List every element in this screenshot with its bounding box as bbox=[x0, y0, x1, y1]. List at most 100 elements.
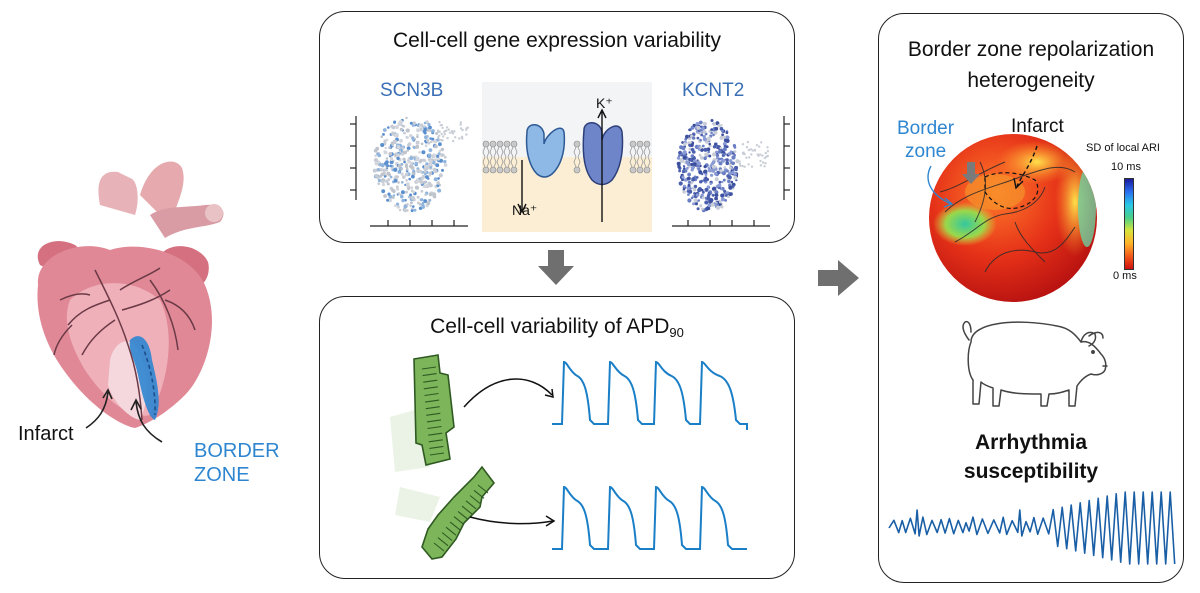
scatter-point bbox=[397, 163, 402, 168]
scatter-point bbox=[682, 155, 687, 160]
scatter-point bbox=[722, 147, 727, 152]
scatter-point bbox=[714, 177, 719, 182]
scatter-point bbox=[710, 173, 714, 177]
scatter-point bbox=[394, 125, 399, 130]
scatter-point bbox=[391, 188, 395, 192]
scatter-point bbox=[424, 144, 428, 148]
scatter-point bbox=[685, 134, 689, 139]
cell-striation bbox=[428, 439, 443, 443]
map-border-zone-line1: Border bbox=[897, 118, 955, 139]
scatter-point bbox=[709, 198, 714, 203]
scatter-point bbox=[403, 131, 406, 135]
scatter-point bbox=[383, 175, 387, 178]
scatter-point bbox=[420, 142, 424, 146]
scatter-point bbox=[720, 197, 725, 202]
scatter-point bbox=[681, 146, 686, 151]
scatter-point bbox=[440, 147, 444, 152]
scatter-point bbox=[396, 145, 401, 149]
lipid-tail bbox=[629, 146, 637, 158]
scatter-point bbox=[690, 143, 694, 147]
cell-striation bbox=[429, 452, 445, 456]
scatter-point bbox=[426, 201, 431, 206]
scatter-point bbox=[408, 177, 411, 181]
scatter-point bbox=[702, 190, 705, 194]
scatter-point bbox=[374, 154, 377, 158]
cell-striation bbox=[426, 419, 441, 423]
cell-striation bbox=[425, 406, 440, 410]
scatter-point bbox=[704, 200, 709, 205]
scatter-point bbox=[683, 142, 687, 146]
scatter-point bbox=[443, 159, 447, 164]
scatter-point bbox=[704, 173, 708, 177]
scatter-point bbox=[385, 157, 389, 160]
scatter-point bbox=[684, 137, 688, 141]
scatter-point bbox=[755, 143, 759, 147]
scatter-point bbox=[383, 150, 388, 155]
scatter-point bbox=[374, 161, 379, 166]
scatter-point bbox=[406, 149, 410, 152]
scatter-point bbox=[424, 164, 428, 168]
scatter-point bbox=[683, 184, 686, 188]
scatter-point bbox=[419, 127, 423, 132]
scatter-point bbox=[696, 176, 699, 179]
scatter-point bbox=[427, 153, 432, 157]
scatter-point bbox=[433, 139, 437, 144]
scatter-point bbox=[410, 166, 415, 170]
lipid-tail bbox=[503, 146, 511, 158]
scatter-point bbox=[443, 130, 446, 134]
scatter-point bbox=[405, 136, 409, 140]
scatter-point bbox=[731, 155, 736, 160]
scatter-point bbox=[688, 151, 691, 154]
scatter-point bbox=[743, 165, 746, 168]
lipid-tail bbox=[573, 156, 581, 168]
scatter-point bbox=[438, 120, 441, 124]
scatter-point bbox=[391, 131, 396, 136]
scatter-point bbox=[687, 193, 690, 196]
scatter-point bbox=[419, 158, 423, 162]
scatter-point bbox=[703, 165, 707, 169]
scatter-point bbox=[443, 163, 448, 167]
scatter-point bbox=[685, 167, 689, 170]
scatter-point bbox=[712, 122, 717, 126]
lipid-tail bbox=[510, 156, 518, 168]
scatter-point bbox=[459, 123, 462, 126]
scatter-point bbox=[386, 171, 391, 176]
scatter-point bbox=[763, 165, 766, 168]
scatter-point bbox=[421, 201, 425, 205]
scatter-point bbox=[401, 181, 404, 184]
scatter-point bbox=[686, 186, 691, 191]
scatter-point bbox=[429, 158, 432, 161]
ion-channel-illustration bbox=[482, 82, 652, 232]
scatter-point bbox=[690, 148, 694, 152]
scatter-point bbox=[412, 205, 415, 208]
scatter-point bbox=[438, 138, 441, 141]
arrhythmia-susceptibility-label: Arrhythmia susceptibility bbox=[879, 428, 1183, 486]
scatter-point bbox=[423, 127, 427, 132]
scatter-point bbox=[394, 204, 397, 207]
scatter-point bbox=[695, 130, 699, 133]
scatter-point bbox=[711, 168, 716, 173]
scatter-point bbox=[757, 154, 760, 157]
cell-striation bbox=[465, 500, 477, 510]
scatter-point bbox=[712, 152, 717, 157]
scatter-point bbox=[445, 126, 449, 129]
scatter-point bbox=[400, 190, 405, 195]
scatter-point bbox=[406, 203, 409, 206]
scatter-point bbox=[411, 138, 415, 142]
scatter-point bbox=[681, 175, 685, 179]
scatter-point bbox=[696, 159, 699, 162]
scatter-point bbox=[707, 168, 712, 173]
scatter-point bbox=[377, 153, 382, 158]
lipid-tail bbox=[496, 146, 504, 158]
scatter-point bbox=[405, 128, 410, 133]
scatter-point bbox=[728, 185, 733, 190]
scatter-point bbox=[718, 180, 722, 184]
scatter-point bbox=[401, 198, 405, 203]
scatter-point bbox=[714, 193, 719, 197]
lipid-tail bbox=[643, 146, 651, 158]
scatter-point bbox=[735, 159, 740, 164]
scatter-point bbox=[738, 162, 741, 165]
scatter-point bbox=[739, 164, 742, 167]
scatter-point bbox=[386, 164, 390, 168]
scatter-point bbox=[727, 195, 731, 199]
